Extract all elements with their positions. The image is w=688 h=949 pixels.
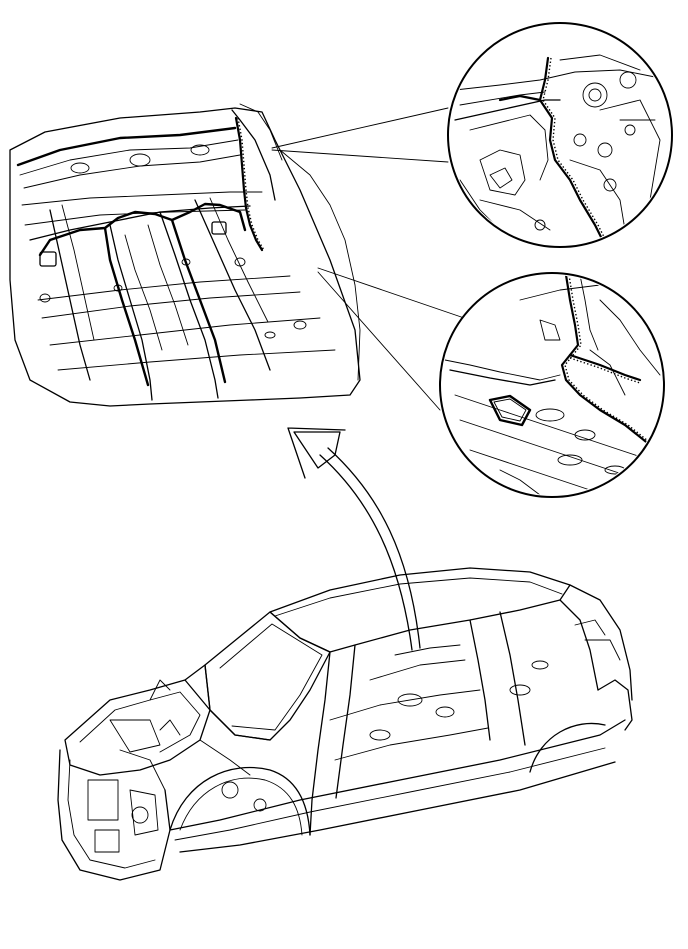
leader-line-lower [317, 267, 471, 321]
zoom-circle-upper [447, 22, 673, 248]
leader-line-upper [271, 107, 449, 149]
leader-line-upper-2 [271, 149, 449, 163]
leader-line-lower-2 [317, 271, 441, 411]
floor-panel-detail [9, 103, 361, 407]
zoom-circle-lower [439, 272, 665, 498]
curved-arrow [287, 427, 421, 651]
vehicle-body-in-white [57, 567, 633, 881]
